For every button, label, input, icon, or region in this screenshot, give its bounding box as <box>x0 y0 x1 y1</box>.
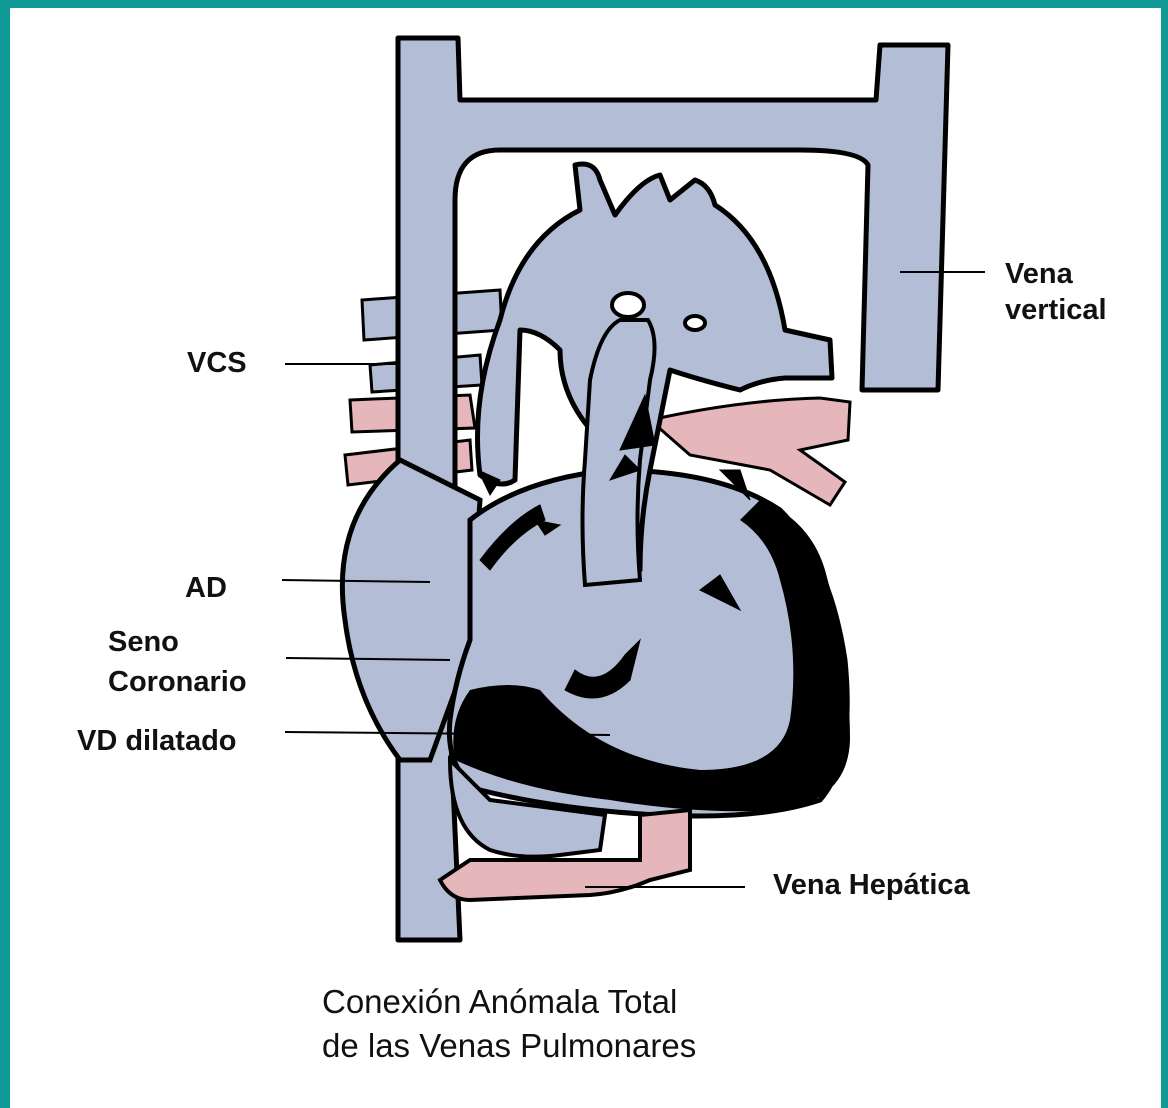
label-seno-line2: Coronario <box>108 662 247 702</box>
label-vena-vertical-line2: vertical <box>1005 292 1107 328</box>
label-seno-coronario: Seno Coronario <box>108 622 247 702</box>
label-vena-vertical: Vena vertical <box>1005 256 1107 328</box>
label-seno-line1: Seno <box>108 622 247 662</box>
diagram-caption: Conexión Anómala Total de las Venas Pulm… <box>322 980 696 1068</box>
label-vd-dilatado: VD dilatado <box>77 724 237 758</box>
caption-line1: Conexión Anómala Total <box>322 980 696 1024</box>
label-ad: AD <box>185 571 227 605</box>
label-vcs: VCS <box>187 346 247 380</box>
label-vena-vertical-line1: Vena <box>1005 256 1107 292</box>
label-vena-hepatica: Vena Hepática <box>773 868 970 902</box>
caption-line2: de las Venas Pulmonares <box>322 1024 696 1068</box>
